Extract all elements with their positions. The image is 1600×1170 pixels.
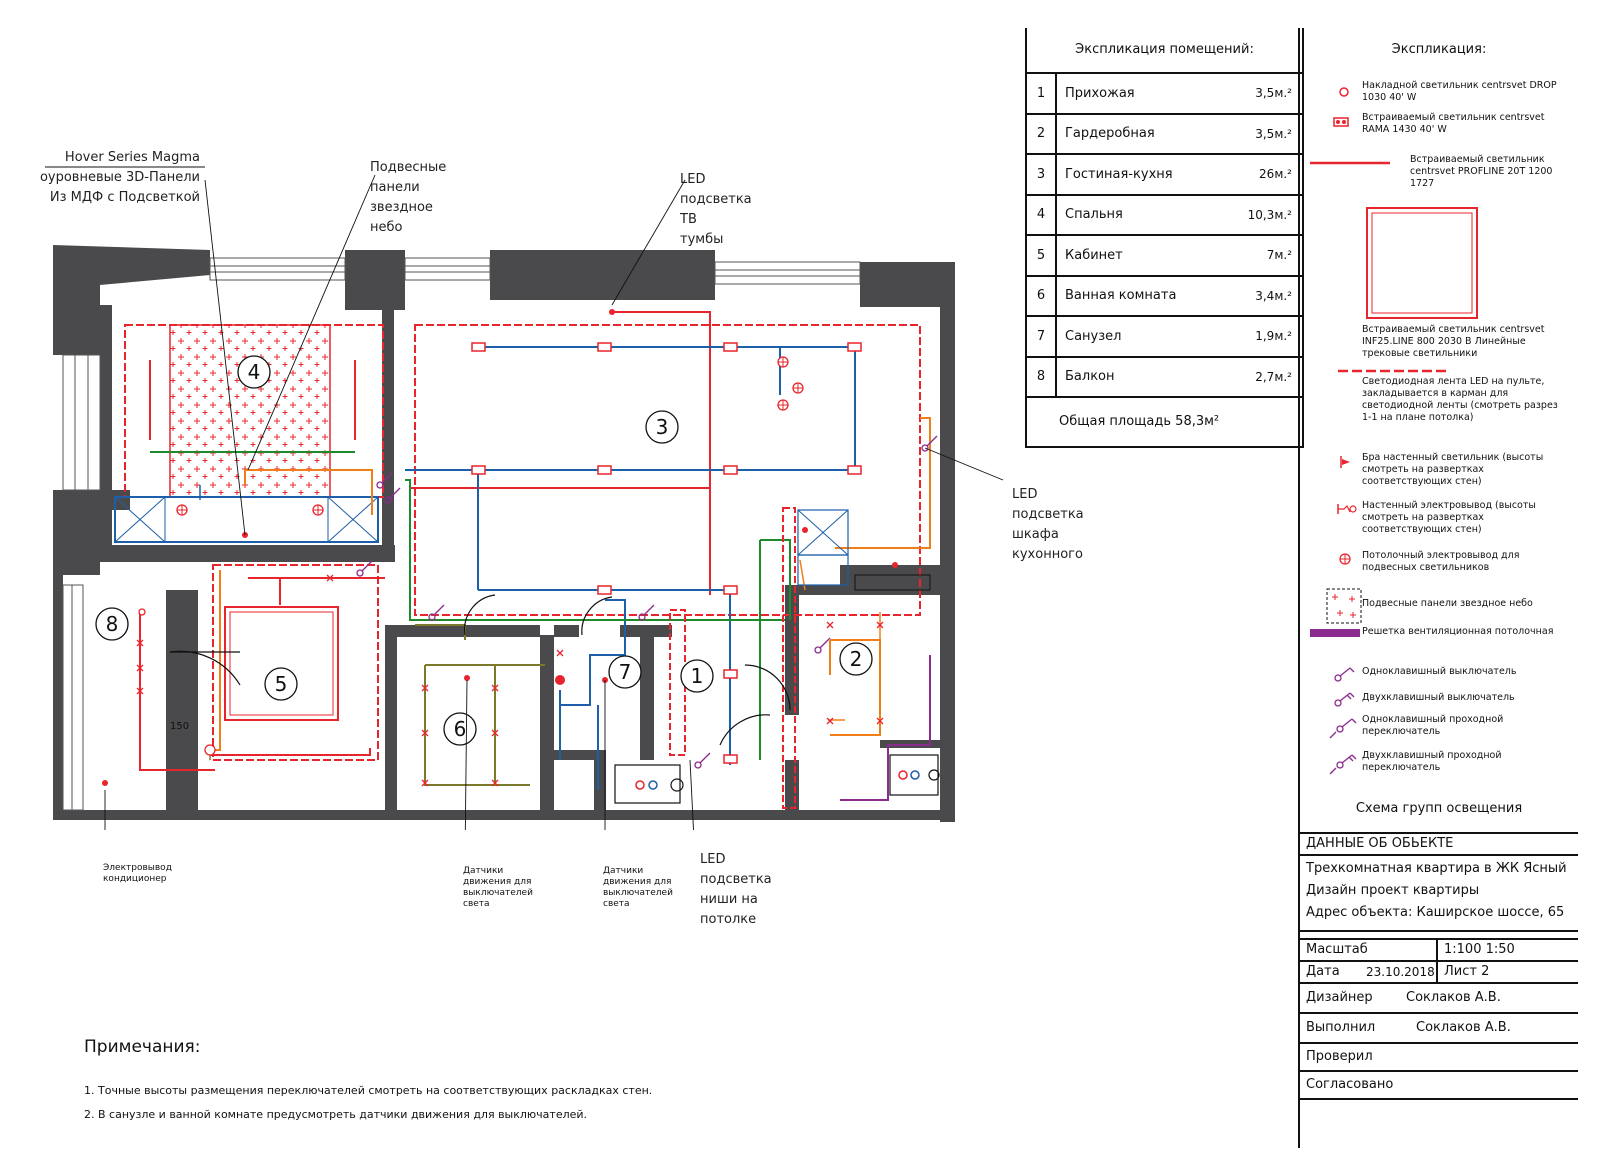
room-number-8: 8 bbox=[106, 612, 119, 636]
hover-panels-callout: Hover Series Magma оуровневые 3D-Панели … bbox=[39, 150, 200, 205]
vent-grille-icon bbox=[1310, 629, 1360, 637]
room-number-3: 3 bbox=[656, 415, 669, 439]
star-panel-icon bbox=[1326, 588, 1362, 624]
title-block: ДАННЫЕ ОБ ОБЬЕКТЕ Трехкомнатная квартира… bbox=[1300, 832, 1578, 1100]
sensor-callout-2: Датчики движения для выключателей света bbox=[603, 866, 673, 909]
rama-fixture-icon bbox=[1333, 117, 1349, 127]
legend: Экспликация: Накладной светильник centrs… bbox=[1298, 28, 1578, 1148]
single-passthrough-switch-icon bbox=[1329, 718, 1357, 739]
object-description: Трехкомнатная квартира в ЖК Ясный Дизайн… bbox=[1300, 856, 1578, 932]
single-switch-icon bbox=[1334, 667, 1355, 682]
drop-fixture-icon bbox=[1339, 87, 1349, 97]
room-number-1: 1 bbox=[691, 664, 704, 688]
ceiling-outlet-icon bbox=[1339, 553, 1351, 565]
room-number-5: 5 bbox=[275, 672, 288, 696]
star-panels-callout: Подвесные панели звездное небо bbox=[370, 160, 447, 235]
sensor-callout-1: Датчики движения для выключателей света bbox=[463, 866, 533, 909]
sconce-icon bbox=[1340, 456, 1350, 468]
inf25-fixture-icon bbox=[1366, 207, 1478, 319]
note-1: 1. Точные высоты размещения переключател… bbox=[84, 1084, 653, 1097]
done-row: Выполнил Соклаков А.В. bbox=[1300, 1014, 1578, 1044]
double-passthrough-switch-icon bbox=[1329, 754, 1357, 775]
room-table-title: Экспликация помещений: bbox=[1027, 28, 1302, 74]
room-number-6: 6 bbox=[454, 717, 467, 741]
notes-title: Примечания: bbox=[84, 1037, 201, 1057]
designer-row: Дизайнер Соклаков А.В. bbox=[1300, 984, 1578, 1014]
room-number-circles bbox=[95, 355, 873, 746]
room-numbers: 1 2 3 4 5 6 7 8 bbox=[106, 360, 863, 741]
led-niche-callout: LED подсветка ниши на потолке bbox=[700, 852, 772, 927]
room-number-4: 4 bbox=[248, 360, 261, 384]
floor-plan: 1 2 3 4 5 6 7 8 150 bbox=[45, 166, 1004, 830]
walls bbox=[53, 245, 955, 822]
date-row: Дата 23.10.2018 Лист 2 bbox=[1300, 962, 1578, 984]
windows bbox=[62, 257, 861, 811]
cabinet-ceiling-outline bbox=[212, 564, 379, 761]
led-kitchen-callout: LED подсветка шкафа кухонного bbox=[1012, 487, 1084, 562]
room-number-7: 7 bbox=[619, 660, 632, 684]
agreed-row: Согласовано bbox=[1300, 1072, 1578, 1100]
rama-fixtures bbox=[471, 342, 862, 764]
profline-fixture-icon bbox=[1310, 161, 1390, 165]
double-switch-icon bbox=[1334, 692, 1355, 707]
note-2: 2. В санузле и ванной комнате предусмотр… bbox=[84, 1108, 588, 1121]
ac-outlet-callout: Электровывод кондиционер bbox=[103, 863, 172, 884]
wall-outlet-icon bbox=[1337, 504, 1357, 514]
checked-row: Проверил bbox=[1300, 1044, 1578, 1072]
dim-150: 150 bbox=[170, 721, 189, 732]
led-strip-icon bbox=[1338, 369, 1448, 373]
room-number-2: 2 bbox=[850, 647, 863, 671]
total-area: Общая площадь 58,3м² bbox=[1027, 398, 1302, 448]
legend-title: Экспликация: bbox=[1391, 42, 1487, 57]
lighting-scheme-label: Схема групп освещения bbox=[1355, 801, 1523, 816]
scale-row: Масштаб 1:100 1:50 bbox=[1300, 938, 1578, 962]
object-data-header: ДАННЫЕ ОБ ОБЬЕКТЕ bbox=[1300, 832, 1578, 856]
star-sky-panels bbox=[169, 324, 331, 498]
led-tv-callout: LED подсветка ТВ тумбы bbox=[680, 172, 752, 247]
